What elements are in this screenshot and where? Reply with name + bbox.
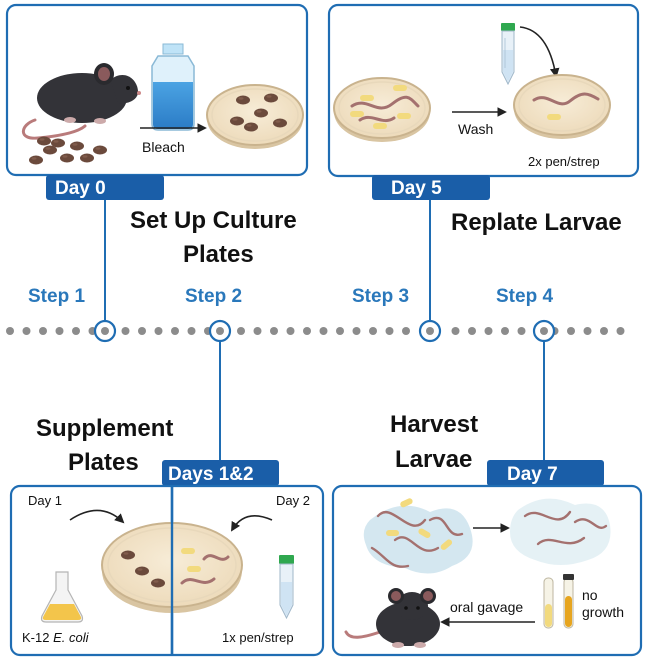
badge-day5: Day 5: [372, 175, 490, 200]
bottle-icon: [151, 43, 195, 131]
worm-icon: [350, 95, 420, 110]
bleach-label: Bleach: [142, 139, 185, 155]
step4-title-line2: Larvae: [395, 446, 472, 473]
timeline-node-step4: [532, 319, 556, 343]
petri-dish-icon: [206, 84, 304, 150]
gavage-label: oral gavage: [450, 599, 523, 615]
panel-day0: Bleach: [5, 3, 309, 177]
panel-day7: no growth oral gavage: [331, 484, 643, 657]
timeline-dot: [22, 327, 31, 335]
pen-strep-1x-label: 1x pen/strep: [222, 630, 294, 645]
step2-title-line2: Plates: [68, 449, 139, 476]
petri-dish-icon: [513, 74, 611, 140]
timeline-dot: [270, 327, 278, 335]
arrow-icon: [231, 514, 273, 532]
no-growth-line2: growth: [582, 604, 624, 620]
timeline-dot: [583, 327, 592, 335]
step1-title-line2: Plates: [183, 241, 254, 268]
mouse-icon: [344, 588, 440, 648]
step2-label: Step 2: [185, 286, 242, 307]
clean-larvae-cluster: [510, 498, 611, 565]
mouse-icon: [21, 63, 141, 140]
falcon-tube-icon: [279, 555, 294, 620]
timeline-dot: [336, 327, 344, 335]
timeline-dot: [72, 327, 80, 335]
wash-label: Wash: [458, 121, 493, 137]
timeline-dot: [369, 327, 377, 335]
timeline-dot: [237, 327, 245, 335]
badge-day7-label: Day 7: [507, 464, 558, 485]
worm-icon: [202, 554, 230, 561]
timeline-dot: [484, 327, 493, 335]
timeline-dot: [303, 327, 311, 335]
timeline-dot: [501, 327, 509, 335]
timeline-dot: [121, 327, 130, 335]
badge-day7: Day 7: [487, 460, 604, 486]
timeline-dot: [187, 327, 196, 335]
timeline-dot: [600, 327, 608, 335]
timeline-dot: [171, 327, 179, 335]
step2-title-line1: Supplement: [36, 415, 173, 442]
timeline-node-step2: [208, 319, 232, 343]
timeline-dot: [451, 327, 460, 335]
erlenmeyer-flask-icon: [40, 571, 84, 623]
timeline-dot: [6, 327, 14, 335]
timeline-node-step1: [93, 319, 117, 343]
day1-label: Day 1: [28, 493, 62, 508]
day2-label: Day 2: [276, 493, 310, 508]
timeline-dot: [286, 327, 295, 335]
badge-day5-label: Day 5: [391, 178, 442, 199]
larvae-cluster: [363, 498, 473, 574]
step1-label: Step 1: [28, 286, 85, 307]
badge-days12-label: Days 1&2: [168, 464, 254, 485]
timeline-dot: [468, 327, 476, 335]
timeline-dot: [154, 327, 163, 335]
panel-days12: Day 1 Day 2 K-12 E. coli: [9, 484, 325, 657]
falcon-tube-icon: [501, 23, 515, 86]
step3-title: Replate Larvae: [451, 209, 622, 236]
culture-tube-icon: [543, 574, 574, 629]
timeline-dot: [253, 327, 262, 335]
timeline-dot: [385, 327, 394, 335]
arrow-icon: [69, 509, 125, 524]
pen-strep-2x-label: 2x pen/strep: [528, 154, 600, 169]
timeline-dot: [517, 327, 526, 335]
timeline-dots: [6, 327, 625, 335]
timeline-dot: [39, 327, 47, 335]
timeline-dot: [402, 327, 410, 335]
timeline-dot: [616, 327, 625, 335]
ecoli-label: K-12 E. coli: [22, 630, 90, 645]
no-growth-line1: no: [582, 587, 598, 603]
panel-day5: Wash 2x pen/strep: [327, 3, 640, 178]
badge-day0-label: Day 0: [55, 178, 106, 199]
timeline-dot: [55, 327, 64, 335]
step4-label: Step 4: [496, 286, 553, 307]
timeline-dot: [567, 327, 575, 335]
badge-days12: Days 1&2: [162, 460, 279, 486]
step4-title-line1: Harvest: [390, 411, 478, 438]
timeline-node-step3: [418, 319, 442, 343]
timeline-dot: [319, 327, 328, 335]
badge-day0: Day 0: [46, 175, 164, 200]
timeline-dot: [352, 327, 361, 335]
worm-icon: [532, 92, 600, 106]
arrow-icon: [519, 26, 560, 78]
timeline-dot: [138, 327, 146, 335]
step3-label: Step 3: [352, 286, 409, 307]
petri-dish-icon: [333, 77, 431, 143]
step1-title-line1: Set Up Culture: [130, 207, 297, 234]
